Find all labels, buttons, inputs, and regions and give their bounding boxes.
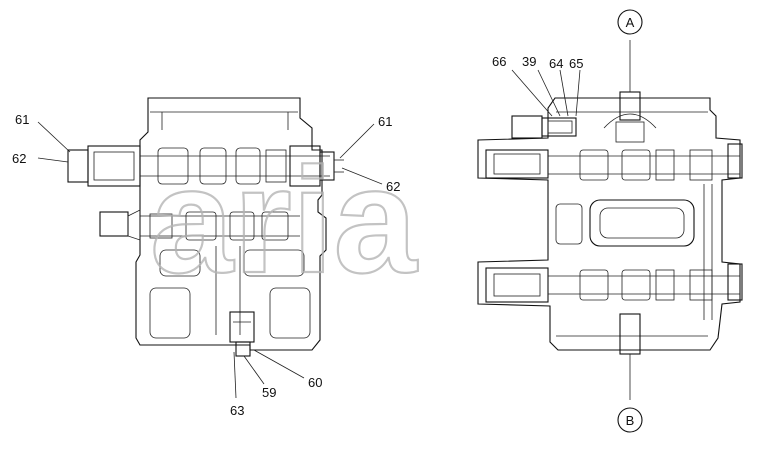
label-60: 60 (308, 375, 322, 390)
leader-lines (37, 69, 581, 399)
label-61-left: 61 (15, 112, 29, 127)
callout-b: B (617, 407, 643, 433)
label-61-right: 61 (378, 114, 392, 129)
label-62-left: 62 (12, 151, 26, 166)
label-65: 65 (569, 56, 583, 71)
label-64: 64 (549, 56, 563, 71)
callout-b-text: B (626, 413, 635, 428)
callout-a-text: A (626, 15, 635, 30)
label-39: 39 (522, 54, 536, 69)
label-66: 66 (492, 54, 506, 69)
watermark: aria (150, 136, 418, 304)
label-62-right: 62 (386, 179, 400, 194)
label-59: 59 (262, 385, 276, 400)
callout-a: A (617, 9, 643, 35)
left-valve-view (67, 97, 344, 357)
right-valve-view (477, 40, 743, 400)
label-63: 63 (230, 403, 244, 418)
